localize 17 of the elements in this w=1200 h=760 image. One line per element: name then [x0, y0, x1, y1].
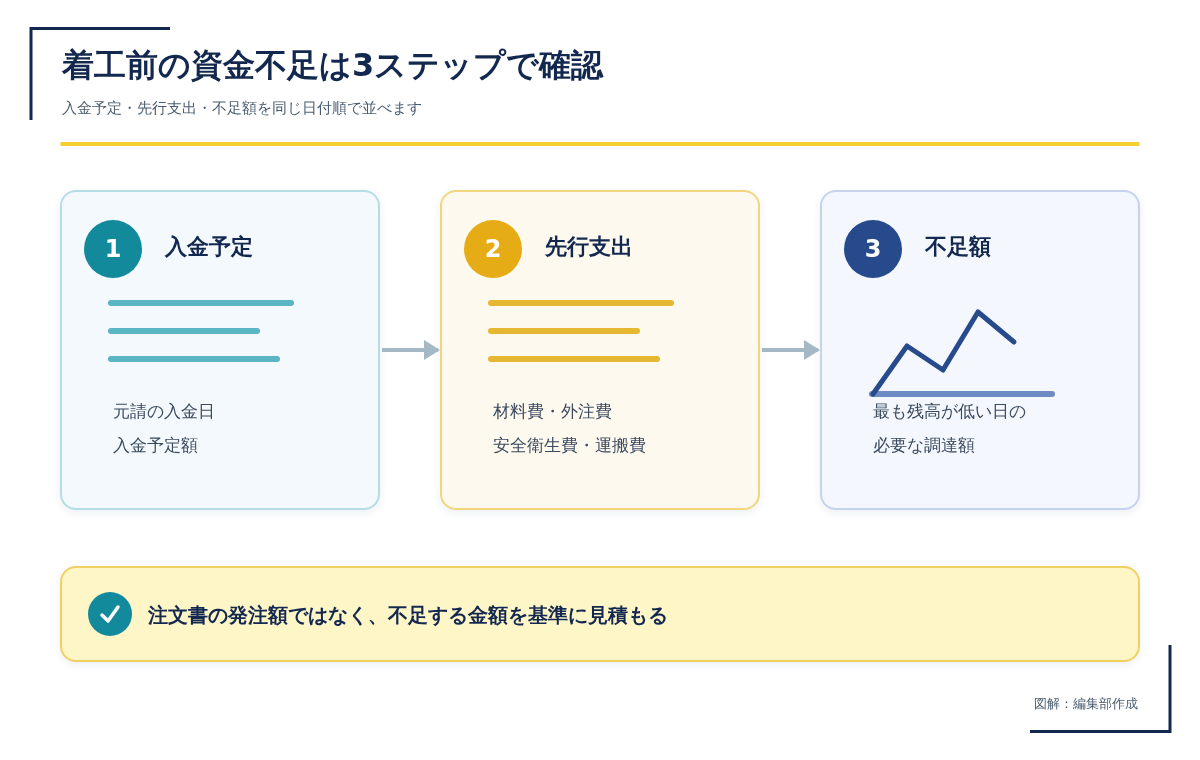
subtitle: 入金予定・先行支出・不足額を同じ日付順で並べます — [62, 99, 422, 118]
credit-note: 図解：編集部作成 — [1034, 695, 1138, 713]
step-description: 材料費・外注費 — [493, 400, 612, 423]
step-number: 3 — [844, 220, 902, 278]
step-heading: 先行支出 — [545, 233, 633, 261]
step-number: 2 — [464, 220, 522, 278]
step-description: 安全衛生費・運搬費 — [493, 434, 646, 457]
arrow — [382, 340, 440, 360]
step-description: 最も残高が低い日の必要な調達額 — [873, 400, 1027, 457]
step-heading: 入金予定 — [165, 233, 253, 261]
title: 着工前の資金不足は3ステップで確認 — [62, 45, 604, 86]
step-description: 元請の入金日 — [113, 400, 215, 423]
step-number: 1 — [84, 220, 142, 278]
note-text: 注文書の発注額ではなく、不足する金額を基準に見積もる — [148, 602, 668, 629]
step-description: 入金予定額 — [113, 434, 198, 457]
step-heading: 不足額 — [925, 233, 991, 261]
arrow — [762, 340, 820, 360]
